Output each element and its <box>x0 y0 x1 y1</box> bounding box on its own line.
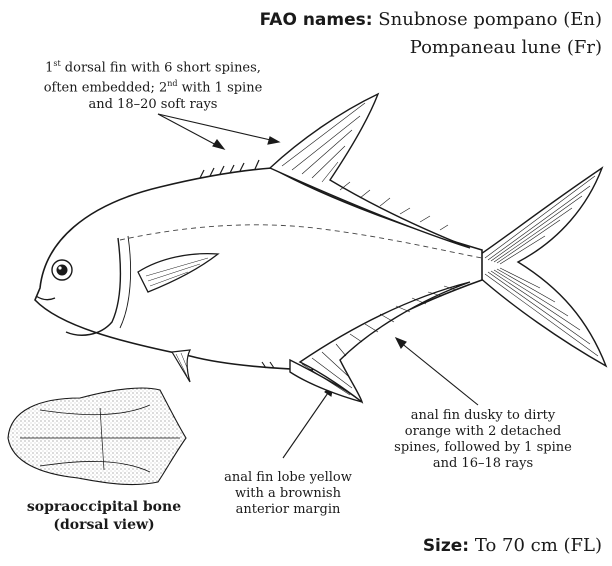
arrow-anal-dusky <box>400 342 478 405</box>
arrow-anal-lobe <box>283 390 330 458</box>
arrow-dorsal-1 <box>158 114 220 147</box>
pelvic-fin <box>172 350 190 382</box>
size-info: Size: To 70 cm (FL) <box>423 535 602 556</box>
anal-dusky-line1: anal fin dusky to dirty <box>388 408 578 424</box>
size-value: To 70 cm (FL) <box>475 535 602 556</box>
caudal-fin <box>478 168 606 366</box>
sopraoccipital-bone <box>8 388 186 485</box>
bone-caption-line1: sopraoccipital bone <box>6 498 202 516</box>
arrow-dorsal-2-head <box>268 137 279 144</box>
size-label: Size: <box>423 536 469 556</box>
anal-lobe-line2: with a brownish <box>208 486 368 502</box>
anal-dusky-line3: spines, followed by 1 spine <box>388 440 578 456</box>
anal-fin-lobe-annotation: anal fin lobe yellow with a brownish ant… <box>208 470 368 518</box>
arrow-dorsal-2 <box>158 114 275 141</box>
anal-fin-dusky-annotation: anal fin dusky to dirty orange with 2 de… <box>388 408 578 472</box>
fish-body <box>35 168 482 370</box>
anal-lobe-line3: anterior margin <box>208 502 368 518</box>
anal-dusky-line2: orange with 2 detached <box>388 424 578 440</box>
anal-dusky-line4: and 16–18 rays <box>388 456 578 472</box>
bone-caption: sopraoccipital bone (dorsal view) <box>6 498 202 534</box>
arrow-dorsal-1-head <box>213 140 224 149</box>
arrow-anal-dusky-head <box>396 338 406 348</box>
bone-caption-line2: (dorsal view) <box>6 516 202 534</box>
anal-lobe-line1: anal fin lobe yellow <box>208 470 368 486</box>
